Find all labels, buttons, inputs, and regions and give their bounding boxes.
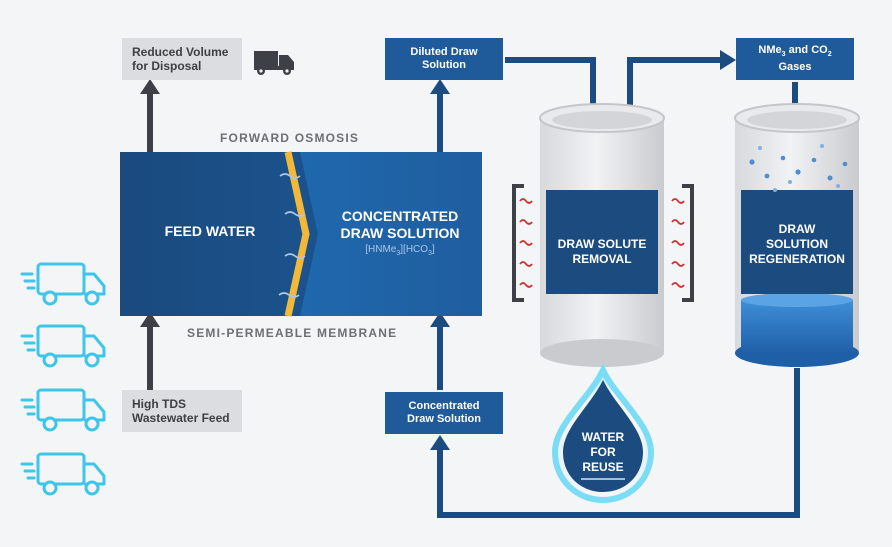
high-tds-line1: High TDS: [132, 397, 186, 411]
reuse-line2: FOR: [590, 445, 616, 459]
gases-line2: Gases: [778, 61, 812, 74]
high-tds-box: High TDS Wastewater Feed: [122, 390, 242, 432]
truck-icon: [20, 388, 106, 432]
draw-formula: [HNMe3][HCO3]: [365, 244, 435, 257]
reduced-volume-line2: for Disposal: [132, 59, 202, 73]
removal-line2: REMOVAL: [572, 252, 632, 266]
water-reuse-label: WATER FOR REUSE: [573, 430, 633, 475]
heater-left: [512, 184, 533, 302]
diluted-line1: Diluted Draw: [410, 46, 478, 58]
wastewater-trucks: [20, 262, 106, 496]
removal-label: DRAW SOLUTE REMOVAL: [546, 237, 658, 267]
truck-icon: [20, 452, 106, 496]
draw-solution-panel: [300, 152, 482, 316]
reduced-volume-line1: Reduced Volume: [132, 45, 229, 59]
regen-line1: DRAW: [778, 222, 816, 236]
regeneration-tank: [734, 103, 860, 367]
diluted-draw-box: Diluted Draw Solution: [385, 38, 503, 80]
gas-bubbles: [749, 144, 848, 192]
forward-osmosis-label: FORWARD OSMOSIS: [220, 131, 360, 145]
gases-line1: NMe3 and CO2: [758, 43, 832, 59]
truck-icon: [20, 324, 106, 368]
feed-water-label: FEED WATER: [164, 223, 256, 239]
membrane-line: [284, 151, 310, 317]
conc-box-line1: Concentrated: [408, 400, 480, 412]
conc-line2: DRAW SOLUTION: [340, 225, 460, 241]
truck-icon: [20, 262, 106, 306]
reuse-line3: REUSE: [582, 460, 624, 474]
regen-line3: REGENERATION: [749, 252, 845, 266]
reuse-line1: WATER: [581, 430, 625, 444]
conc-box-line2: Draw Solution: [407, 413, 481, 425]
removal-line1: DRAW SOLUTE: [557, 237, 647, 251]
water-drop-icon: [551, 362, 655, 504]
high-tds-line2: Wastewater Feed: [132, 411, 230, 425]
regeneration-label: DRAW SOLUTION REGENERATION: [741, 222, 853, 267]
membrane-label: SEMI-PERMEABLE MEMBRANE: [187, 326, 398, 340]
reduced-volume-box: Reduced Volume for Disposal: [122, 38, 242, 80]
diluted-line2: Solution: [422, 59, 466, 71]
gases-box: NMe3 and CO2 Gases: [736, 38, 854, 80]
concentrated-draw-box: Concentrated Draw Solution: [385, 392, 503, 434]
disposal-truck-icon: [254, 51, 294, 75]
conc-line1: CONCENTRATED: [341, 208, 459, 224]
draw-solute-removal-tank: [539, 103, 665, 367]
membrane-wave-icons: [278, 173, 306, 298]
heater-right: [671, 184, 694, 302]
regen-line2: SOLUTION: [766, 237, 828, 251]
concentrated-draw-title: CONCENTRATED DRAW SOLUTION: [322, 208, 478, 242]
